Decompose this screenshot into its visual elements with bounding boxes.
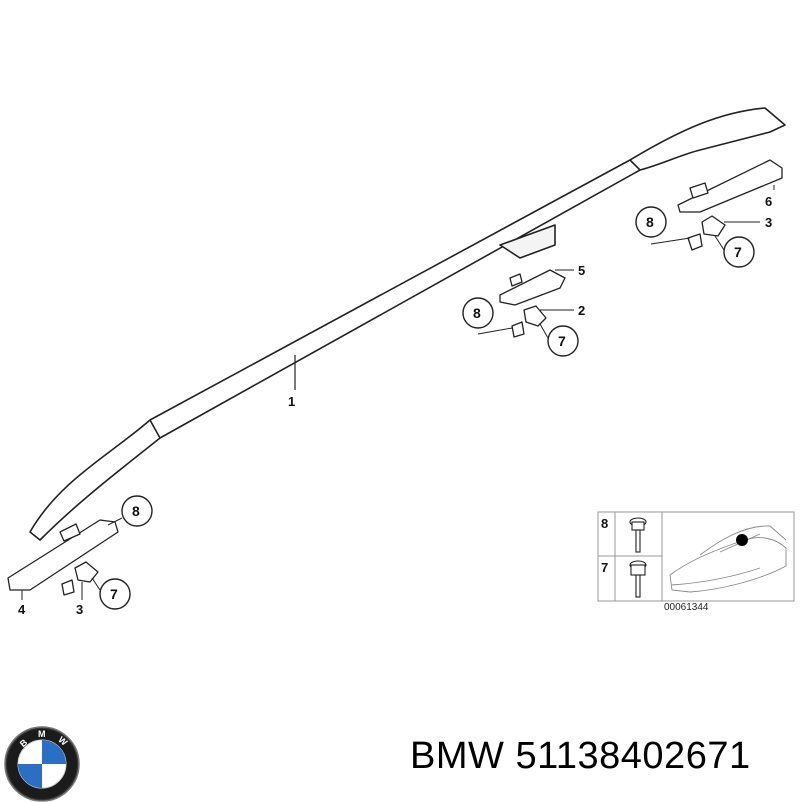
callout-3-rear: 3 xyxy=(765,215,772,230)
circle-8-mid xyxy=(462,297,494,329)
circle-7-front xyxy=(99,578,131,610)
brand-part-number-line: BMW 51138402671 xyxy=(410,735,751,778)
roof-rail xyxy=(29,107,786,541)
callout-1: 1 xyxy=(288,394,295,409)
circle-7-rear xyxy=(723,236,755,268)
callout-2: 2 xyxy=(578,303,585,318)
brand-name: BMW xyxy=(410,735,505,777)
callout-6: 6 xyxy=(765,194,772,209)
circle-7-mid xyxy=(547,325,579,357)
circle-8-rear xyxy=(635,206,667,238)
label-7-front: 7 xyxy=(110,586,118,602)
legend-label-7: 7 xyxy=(601,560,608,575)
reference-number: 00061344 xyxy=(664,602,709,613)
parts-diagram: 1 6 3 8 7 5 2 8 7 4 3 8 7 xyxy=(7,107,795,617)
label-7-rear: 7 xyxy=(734,244,742,260)
mid-cover-assembly xyxy=(499,269,566,338)
callout-4: 4 xyxy=(18,602,26,617)
fastener-legend: 8 7 00061344 xyxy=(597,511,795,613)
bolt-icon xyxy=(629,517,647,553)
nut-icon xyxy=(629,560,647,598)
label-8-front: 8 xyxy=(132,503,140,519)
part-number: 51138402671 xyxy=(515,735,751,777)
rear-cover-assembly xyxy=(677,159,783,251)
legend-label-8: 8 xyxy=(601,516,608,531)
front-cover-assembly xyxy=(7,519,119,596)
label-8-mid: 8 xyxy=(473,305,481,321)
logo-letter-m: M xyxy=(38,729,46,739)
label-7-mid: 7 xyxy=(558,333,566,349)
callout-5: 5 xyxy=(578,263,585,278)
label-8-rear: 8 xyxy=(646,214,654,230)
logo-letter-b: B xyxy=(18,737,30,749)
location-marker xyxy=(736,534,748,546)
bmw-logo: B M W xyxy=(4,726,80,802)
circle-8-front xyxy=(121,495,153,527)
callout-3-front: 3 xyxy=(76,602,83,617)
